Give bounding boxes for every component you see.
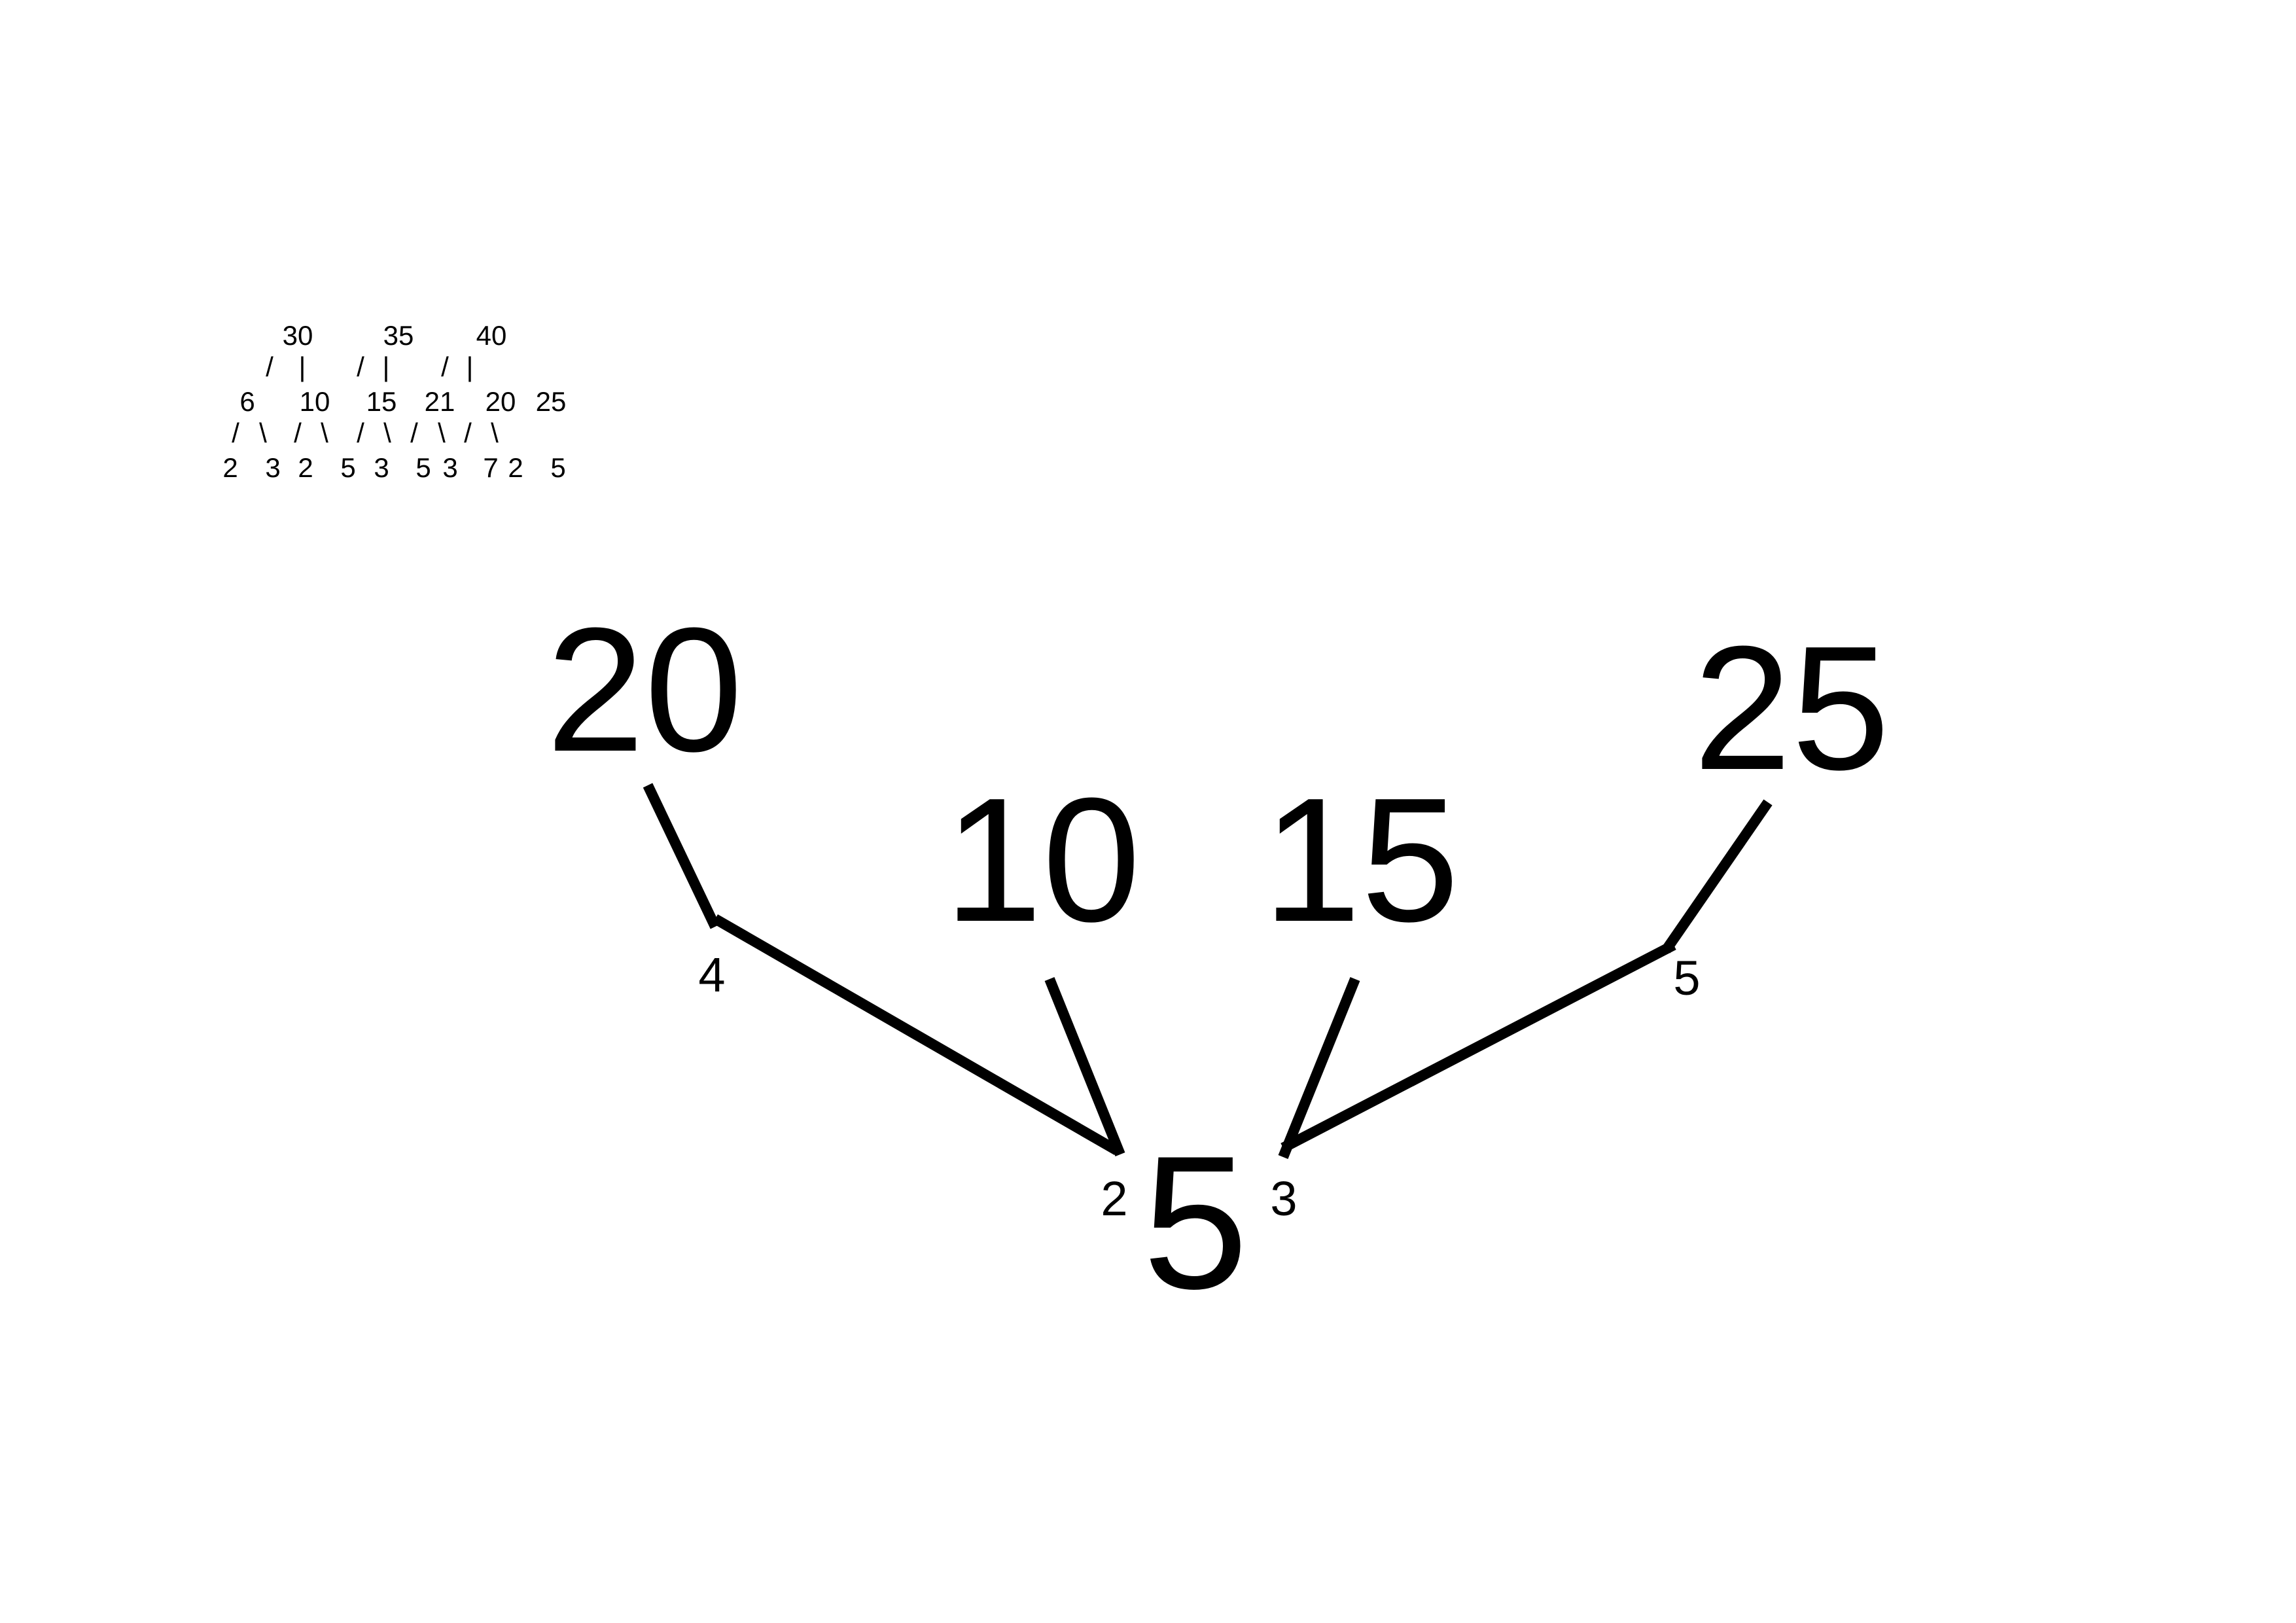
- mini-bottom-number: 2: [508, 452, 523, 483]
- mini-connector: \: [321, 418, 328, 448]
- mini-connector: /: [266, 351, 274, 382]
- branch-line-15-to-root: [1278, 977, 1360, 1159]
- branch-line-elbow-to-root: [713, 914, 1120, 1155]
- mini-connector: /: [441, 351, 449, 382]
- mini-top-number: 30: [282, 320, 313, 351]
- number-twenty-five: 25: [1693, 610, 1890, 807]
- number-twenty: 20: [546, 592, 743, 789]
- mini-connector: /: [357, 418, 364, 448]
- mini-connector: /: [464, 418, 472, 448]
- root-number: 5: [1142, 1116, 1248, 1329]
- mini-connector: |: [466, 351, 474, 382]
- branch-line-elbow-to-25: [1661, 799, 1773, 954]
- label-root-left: 2: [1101, 1171, 1128, 1226]
- mini-top-number: 40: [476, 320, 507, 351]
- mini-connector: /: [294, 418, 302, 448]
- number-ten: 10: [944, 762, 1141, 959]
- mini-connector: /: [357, 351, 364, 382]
- branch-line-root-to-elbow: [1280, 940, 1676, 1153]
- mini-bottom-number: 3: [374, 452, 389, 483]
- number-fifteen: 15: [1262, 762, 1460, 959]
- mini-connector: /: [410, 418, 418, 448]
- branch-line-10-to-root: [1044, 977, 1125, 1156]
- branch-line-20-to-elbow: [643, 783, 720, 929]
- mini-bottom-number: 3: [265, 452, 281, 483]
- mini-middle-number: 10: [299, 386, 330, 417]
- mini-bottom-number: 3: [442, 452, 458, 483]
- mini-top-number: 35: [383, 320, 414, 351]
- mini-bottom-number: 2: [222, 452, 238, 483]
- mini-connector: \: [259, 418, 267, 448]
- mini-connector: \: [491, 418, 499, 448]
- mini-bottom-number: 7: [483, 452, 499, 483]
- label-right-elbow: 5: [1673, 951, 1701, 1005]
- mini-bottom-number: 2: [298, 452, 313, 483]
- mini-middle-number: 15: [366, 386, 397, 417]
- mini-connector: |: [382, 351, 390, 382]
- mini-middle-number: 6: [239, 386, 255, 417]
- mini-middle-number: 20: [485, 386, 516, 417]
- label-left-elbow: 4: [698, 948, 726, 1002]
- mini-connector: |: [298, 351, 306, 382]
- mini-middle-number: 25: [535, 386, 567, 417]
- mini-middle-number: 21: [424, 386, 455, 417]
- mini-connector: \: [383, 418, 391, 448]
- mini-connector: \: [438, 418, 446, 448]
- mini-bottom-number: 5: [550, 452, 566, 483]
- mini-bottom-number: 5: [340, 452, 356, 483]
- mini-bottom-number: 5: [415, 452, 431, 483]
- mini-connector: /: [232, 418, 239, 448]
- label-root-right: 3: [1270, 1171, 1298, 1226]
